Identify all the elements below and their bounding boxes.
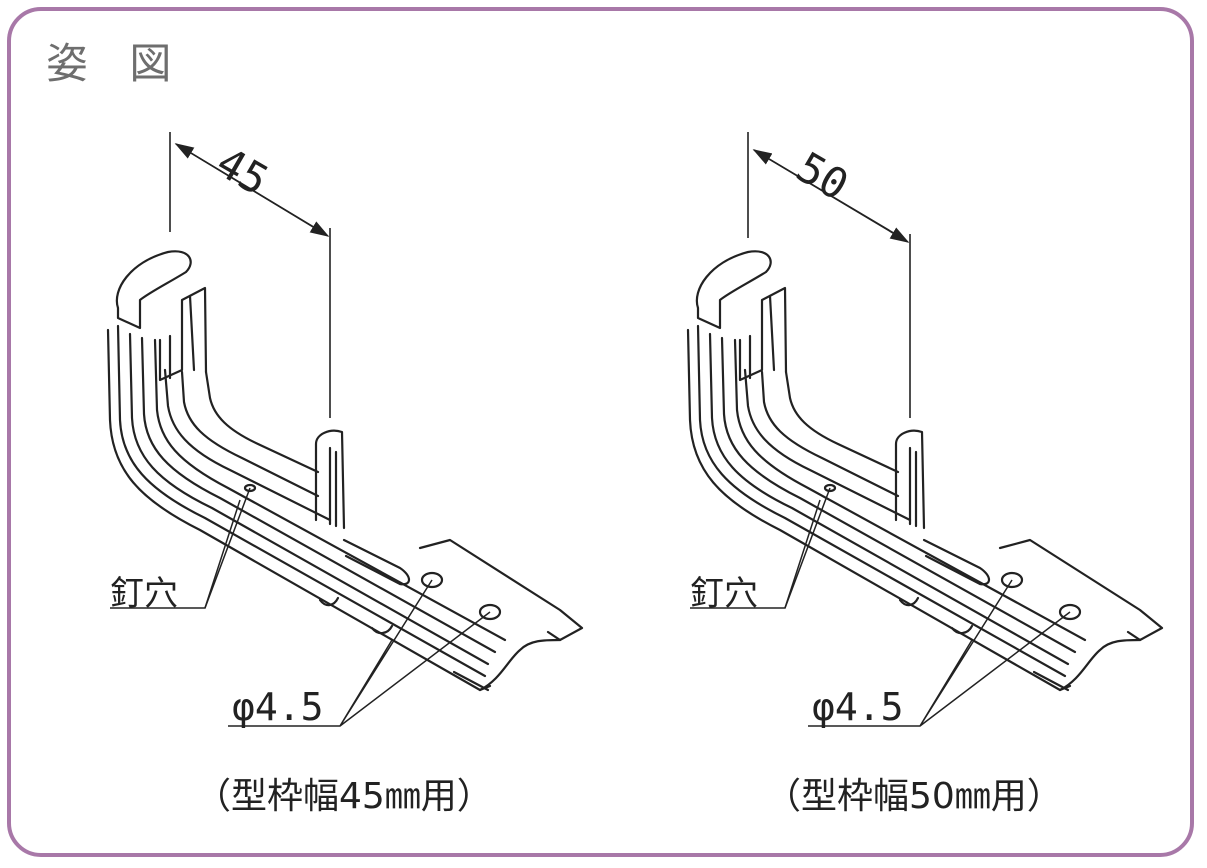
caption-1: （型枠幅45㎜用）	[195, 776, 493, 817]
caption-2: （型枠幅50㎜用）	[765, 776, 1063, 817]
figure-frame	[7, 7, 1194, 857]
section-title: 姿 図	[46, 39, 186, 88]
dimension-label-1: 45	[208, 137, 276, 205]
bracket-figure-1: 45 釘穴 φ4.5	[106, 132, 584, 729]
hole-dia-label-1: φ4.5	[232, 685, 324, 729]
dimension-label-2: 50	[788, 142, 856, 210]
bracket-figure-2: 50 釘穴 φ4.5	[686, 132, 1164, 729]
hole-dia-label-2: φ4.5	[812, 685, 904, 729]
